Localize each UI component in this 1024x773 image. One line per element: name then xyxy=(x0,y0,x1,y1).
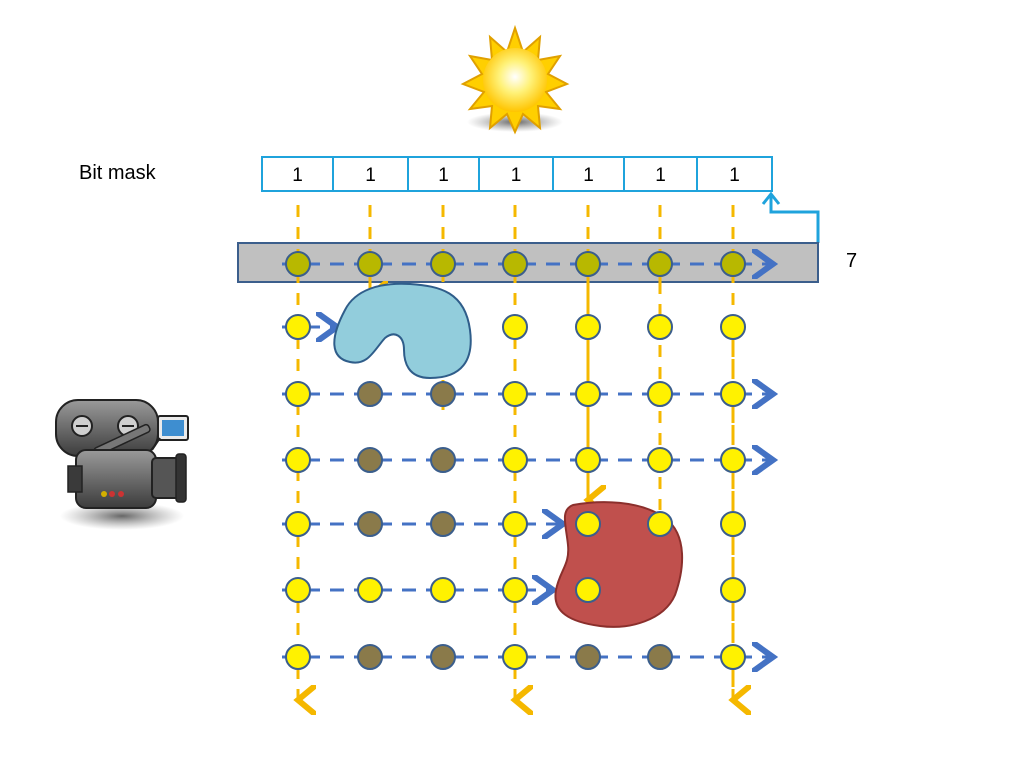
sample-dot xyxy=(285,381,311,407)
sample-dot xyxy=(575,314,601,340)
sample-dot xyxy=(430,447,456,473)
sample-dot xyxy=(430,381,456,407)
sample-dot xyxy=(575,447,601,473)
sun-icon xyxy=(460,24,570,135)
sample-dot xyxy=(502,251,528,277)
sample-dot xyxy=(575,381,601,407)
sample-dot xyxy=(502,381,528,407)
sample-dot xyxy=(357,577,383,603)
bit-mask-value: 1 xyxy=(511,165,522,186)
bit-mask-label: Bit mask xyxy=(79,162,156,184)
sample-dot xyxy=(647,447,673,473)
bit-mask-value: 1 xyxy=(583,165,594,186)
bit-mask-cell xyxy=(407,156,480,192)
sample-dot xyxy=(720,251,746,277)
sample-dot xyxy=(575,511,601,537)
sample-dot xyxy=(285,447,311,473)
sample-dot xyxy=(357,644,383,670)
bit-mask-cell xyxy=(696,156,773,192)
sample-dot xyxy=(430,644,456,670)
sample-dot xyxy=(430,511,456,537)
sample-dot xyxy=(357,511,383,537)
bit-mask-value: 1 xyxy=(365,165,376,186)
bit-mask-value: 1 xyxy=(729,165,740,186)
sample-dot xyxy=(575,644,601,670)
bit-mask-value: 1 xyxy=(438,165,449,186)
sample-dot xyxy=(647,314,673,340)
sample-dot xyxy=(285,314,311,340)
bit-mask-value: 1 xyxy=(292,165,303,186)
sample-dot xyxy=(357,447,383,473)
sample-dot xyxy=(502,447,528,473)
bit-mask-cell xyxy=(261,156,334,192)
sample-dot xyxy=(647,644,673,670)
bit-mask-array: 1 1 1 1 1 1 1 xyxy=(261,156,773,192)
sample-dot xyxy=(647,511,673,537)
sample-dot xyxy=(720,644,746,670)
sample-dot xyxy=(357,251,383,277)
sample-dot xyxy=(357,381,383,407)
sample-dot xyxy=(502,314,528,340)
sample-dot xyxy=(720,314,746,340)
sample-dot xyxy=(720,511,746,537)
sample-dot xyxy=(720,447,746,473)
sample-dot xyxy=(647,251,673,277)
blue-occluder xyxy=(333,282,472,380)
bit-mask-cell xyxy=(332,156,409,192)
sample-dot xyxy=(720,381,746,407)
sample-dot xyxy=(502,577,528,603)
sample-dot xyxy=(430,251,456,277)
sample-dot xyxy=(647,381,673,407)
sample-dot xyxy=(285,251,311,277)
sample-dot xyxy=(430,577,456,603)
sample-dot xyxy=(575,251,601,277)
bit-mask-value: 1 xyxy=(655,165,666,186)
mask-feedback-arrowhead xyxy=(761,191,781,205)
sample-dot xyxy=(285,577,311,603)
sample-dot xyxy=(285,511,311,537)
active-row-count: 7 xyxy=(846,250,858,272)
mask-feedback-arrow xyxy=(769,196,820,243)
sample-dot xyxy=(575,577,601,603)
sample-dot xyxy=(502,644,528,670)
sample-dot xyxy=(720,577,746,603)
sample-dot xyxy=(285,644,311,670)
sample-dot xyxy=(502,511,528,537)
sample-dots xyxy=(285,251,746,670)
video-camera-icon xyxy=(55,399,189,530)
